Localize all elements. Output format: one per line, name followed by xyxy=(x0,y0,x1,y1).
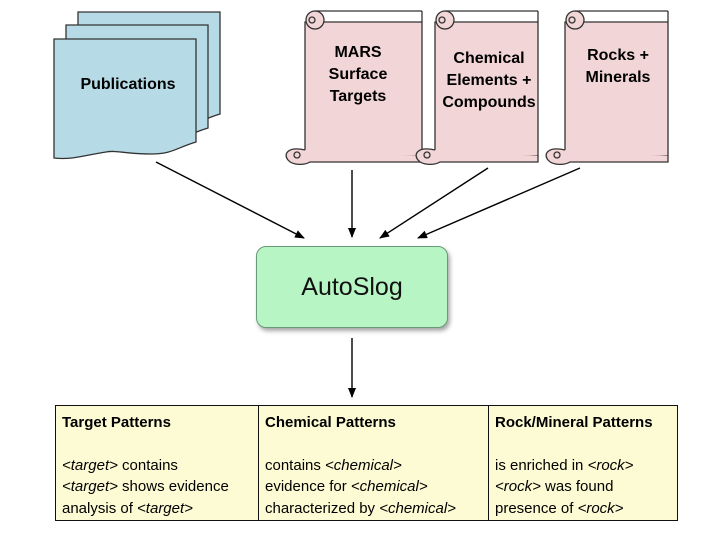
pattern-line: contains <chemical> xyxy=(265,456,402,474)
arrow-chemicals-to-autoslog xyxy=(379,167,489,239)
pattern-line: analysis of <target> xyxy=(62,499,193,517)
publications-document-stack xyxy=(53,11,221,160)
scroll-rocks-minerals xyxy=(545,10,669,166)
patterns-table: Target Patterns <target> contains <targe… xyxy=(55,405,678,521)
pattern-line: characterized by <chemical> xyxy=(265,499,456,517)
label-line: Compounds xyxy=(442,94,536,111)
mars-targets-label: MARS Surface Targets xyxy=(305,42,411,108)
label-line: Targets xyxy=(329,88,387,105)
column-header: Chemical Patterns xyxy=(265,414,396,431)
pattern-line: is enriched in <rock> xyxy=(495,456,634,474)
arrow-publications-to-autoslog xyxy=(155,161,305,239)
arrow-rocks-to-autoslog xyxy=(417,167,581,239)
label-line: Rocks + xyxy=(587,47,649,64)
label-line: Elements + xyxy=(446,72,532,89)
rock-mineral-patterns-column: Rock/Mineral Patterns is enriched in <ro… xyxy=(488,406,676,520)
label-line: Surface xyxy=(328,66,388,83)
label-line: Chemical xyxy=(453,50,525,67)
pattern-line: presence of <rock> xyxy=(495,499,624,517)
column-header: Rock/Mineral Patterns xyxy=(495,414,653,431)
autoslog-label: AutoSlog xyxy=(301,272,403,301)
column-header: Target Patterns xyxy=(62,414,171,431)
publications-label: Publications xyxy=(80,76,176,93)
pattern-line: <target> contains xyxy=(62,456,178,474)
label-line: MARS xyxy=(334,44,382,61)
target-patterns-column: Target Patterns <target> contains <targe… xyxy=(56,406,258,520)
rocks-minerals-label: Rocks + Minerals xyxy=(565,45,671,89)
scroll-mars-targets xyxy=(285,10,423,166)
scroll-chemicals xyxy=(415,10,539,166)
chemical-patterns-column: Chemical Patterns contains <chemical> ev… xyxy=(258,406,488,520)
chemicals-label: Chemical Elements + Compounds xyxy=(432,48,546,114)
document-sheet-front xyxy=(53,38,197,160)
label-line: Minerals xyxy=(585,69,651,86)
pattern-line: <target> shows evidence xyxy=(62,478,229,495)
pattern-line: evidence for <chemical> xyxy=(265,478,428,495)
pattern-line: <rock> was found xyxy=(495,478,614,495)
autoslog-box: AutoSlog xyxy=(256,246,448,328)
